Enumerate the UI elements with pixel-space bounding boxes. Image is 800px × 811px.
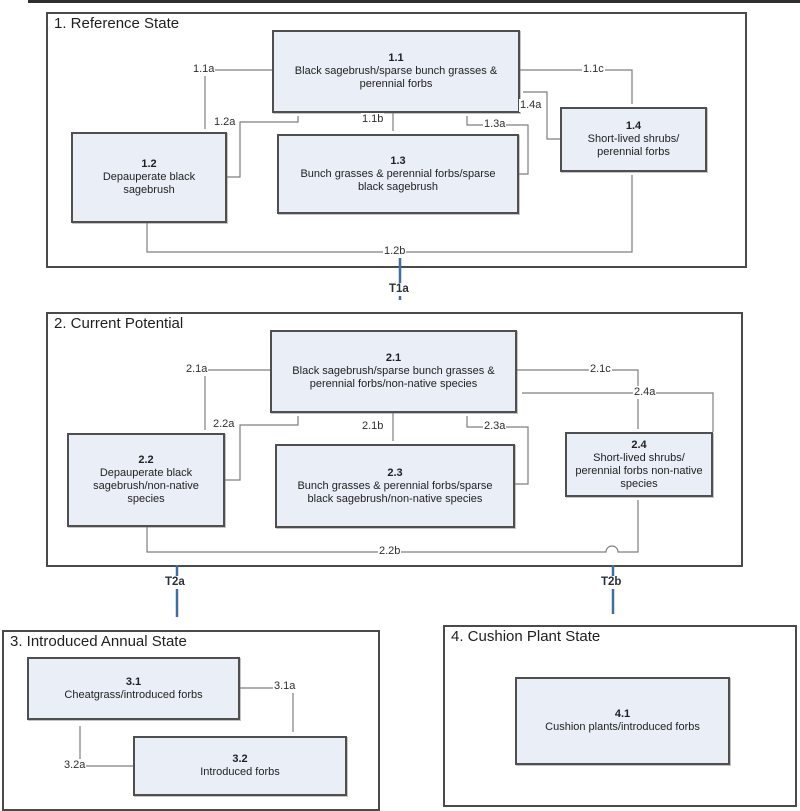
state-4-title: 4. Cushion Plant State bbox=[451, 628, 601, 645]
node-1-2-line1: Depauperate black bbox=[102, 171, 196, 183]
pathway-1-3a-label: 1.3a bbox=[483, 118, 507, 131]
node-2-2-line1: Depauperate black bbox=[99, 467, 193, 479]
page-top-rule bbox=[28, 0, 800, 3]
pathway-2-1c-label: 2.1c bbox=[589, 363, 612, 376]
node-2-1-line2: perennial forbs/non-native species bbox=[309, 378, 478, 390]
node-2-3-line2: black sagebrush/non-native species bbox=[307, 492, 483, 505]
node-1-3: 1.3 Bunch grasses & perennial forbs/spar… bbox=[277, 134, 519, 214]
pathway-1-4a-label: 1.4a bbox=[519, 99, 543, 112]
node-2-4-code: 2.4 bbox=[631, 438, 647, 451]
node-3-1-code: 3.1 bbox=[125, 675, 142, 688]
node-2-1-code: 2.1 bbox=[385, 352, 402, 364]
node-2-1: 2.1 Black sagebrush/sparse bunch grasses… bbox=[270, 330, 517, 413]
transition-t1a-label: T1a bbox=[388, 283, 410, 296]
pathway-1-1c-label: 1.1c bbox=[582, 63, 605, 76]
node-2-4: 2.4 Short-lived shrubs/ perennial forbs … bbox=[565, 432, 713, 497]
node-2-2-code: 2.2 bbox=[138, 454, 154, 466]
pathway-2-2a-label: 2.2a bbox=[212, 418, 236, 431]
transition-t2b-label: T2b bbox=[600, 576, 623, 589]
pathway-1-2a-label: 1.2a bbox=[213, 116, 237, 129]
node-3-2: 3.2 Introduced forbs bbox=[133, 736, 347, 796]
node-1-4-line2: perennial forbs bbox=[597, 146, 670, 158]
pathway-1-1b-label: 1.1b bbox=[361, 113, 385, 126]
state-3-title: 3. Introduced Annual State bbox=[10, 633, 187, 650]
node-1-1: 1.1 Black sagebrush/sparse bunch grasses… bbox=[272, 30, 520, 113]
node-1-1-line1: Black sagebrush/sparse bunch grasses & bbox=[294, 65, 498, 77]
node-2-2: 2.2 Depauperate black sagebrush/non-nati… bbox=[67, 433, 225, 527]
node-3-2-code: 3.2 bbox=[232, 753, 248, 765]
transition-t2a-label: T2a bbox=[164, 576, 186, 589]
pathway-3-2a-label: 3.2a bbox=[63, 759, 87, 772]
node-3-1: 3.1 Cheatgrass/introduced forbs bbox=[27, 657, 240, 720]
node-2-4-line1: Short-lived shrubs/ bbox=[593, 451, 685, 464]
node-3-1-line1: Cheatgrass/introduced forbs bbox=[64, 688, 203, 701]
node-2-1-line1: Black sagebrush/sparse bunch grasses & bbox=[292, 365, 495, 377]
node-2-3-line1: Bunch grasses & perennial forbs/sparse bbox=[297, 479, 493, 492]
node-1-1-code: 1.1 bbox=[388, 52, 404, 64]
node-2-4-line3: species bbox=[620, 477, 658, 490]
node-4-1-line1: Cushion plants/introduced forbs bbox=[545, 721, 700, 733]
pathway-2-2b-label: 2.2b bbox=[378, 545, 402, 558]
pathway-1-1a-label: 1.1a bbox=[192, 63, 216, 76]
pathway-2-1b-label: 2.1b bbox=[361, 420, 385, 433]
node-2-2-line3: species bbox=[127, 493, 165, 505]
node-1-3-code: 1.3 bbox=[390, 154, 406, 167]
pathway-2-3a-label: 2.3a bbox=[483, 420, 507, 433]
node-1-2-code: 1.2 bbox=[141, 158, 157, 170]
pathway-2-4a-label: 2.4a bbox=[633, 386, 657, 399]
pathway-1-2b-label: 1.2b bbox=[383, 245, 407, 258]
node-1-3-line2: black sagebrush bbox=[357, 180, 439, 193]
node-1-4-line1: Short-lived shrubs/ bbox=[587, 133, 680, 145]
node-4-1: 4.1 Cushion plants/introduced forbs bbox=[515, 677, 730, 765]
node-1-2: 1.2 Depauperate black sagebrush bbox=[71, 132, 227, 223]
node-1-4: 1.4 Short-lived shrubs/ perennial forbs bbox=[560, 107, 707, 172]
node-1-3-line1: Bunch grasses & perennial forbs/sparse bbox=[300, 167, 496, 180]
node-1-2-line2: sagebrush bbox=[123, 184, 175, 196]
node-2-2-line2: sagebrush/non-native bbox=[93, 480, 199, 492]
state-2-title: 2. Current Potential bbox=[54, 315, 184, 332]
node-4-1-code: 4.1 bbox=[614, 708, 631, 720]
pathway-3-1a-label: 3.1a bbox=[273, 680, 297, 693]
state-1-title: 1. Reference State bbox=[54, 15, 180, 32]
node-2-4-line2: perennial forbs non-native bbox=[575, 464, 703, 477]
node-1-4-code: 1.4 bbox=[625, 120, 642, 132]
pathway-2-1a-label: 2.1a bbox=[185, 363, 209, 376]
node-3-2-line1: Introduced forbs bbox=[200, 766, 280, 778]
node-2-3-code: 2.3 bbox=[387, 466, 403, 479]
node-1-1-line2: perennial forbs bbox=[359, 78, 433, 90]
node-2-3: 2.3 Bunch grasses & perennial forbs/spar… bbox=[275, 444, 515, 528]
